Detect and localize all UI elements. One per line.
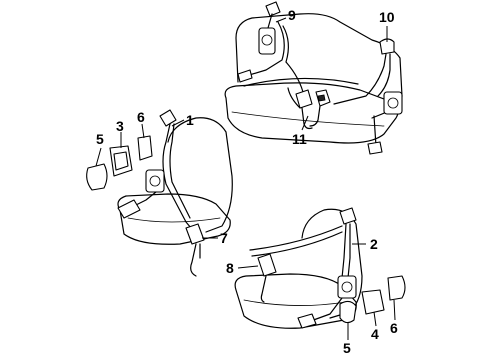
front-right-belt-assembly xyxy=(249,207,357,329)
front-left-anchor-icon xyxy=(159,109,177,127)
front-right-buckle-icon xyxy=(257,253,277,277)
rear-right-belt-assembly xyxy=(333,38,403,155)
callout-11: 11 xyxy=(292,131,307,147)
callout-3: 3 xyxy=(116,118,124,134)
callout-6-upper: 6 xyxy=(137,109,145,125)
callout-labels: 1 2 3 4 5 5 6 6 7 8 9 10 11 xyxy=(96,7,398,356)
cover-icon xyxy=(137,135,153,161)
callout-5-upper: 5 xyxy=(96,131,104,147)
rear-right-anchor-icon xyxy=(379,38,395,55)
front-right-trim-parts xyxy=(339,275,406,324)
callout-10: 10 xyxy=(379,9,395,25)
callout-6-lower: 6 xyxy=(390,320,398,336)
bracket-icon xyxy=(86,163,108,191)
lower-trim-cover-icon xyxy=(361,289,385,315)
rear-left-retractor-icon xyxy=(258,27,276,55)
front-left-trim-parts xyxy=(86,135,153,191)
front-left-buckle-icon xyxy=(185,223,205,245)
rear-center-buckles xyxy=(287,87,331,130)
rear-right-retractor-icon xyxy=(383,91,403,115)
front-right-anchor-icon xyxy=(339,207,357,225)
callout-4: 4 xyxy=(371,326,379,342)
callout-9: 9 xyxy=(288,7,296,23)
front-left-retractor-icon xyxy=(145,169,165,193)
callout-1: 1 xyxy=(186,112,194,128)
callout-5-lower: 5 xyxy=(343,340,351,356)
callout-7: 7 xyxy=(220,230,228,246)
callout-2: 2 xyxy=(370,236,378,252)
front-right-retractor-icon xyxy=(337,275,357,299)
lower-cover-icon xyxy=(387,275,406,301)
leader-lines xyxy=(95,17,396,340)
front-left-seat xyxy=(117,117,233,245)
front-left-belt-assembly xyxy=(117,109,205,277)
lower-bracket-icon xyxy=(339,300,357,324)
callout-8: 8 xyxy=(226,260,234,276)
